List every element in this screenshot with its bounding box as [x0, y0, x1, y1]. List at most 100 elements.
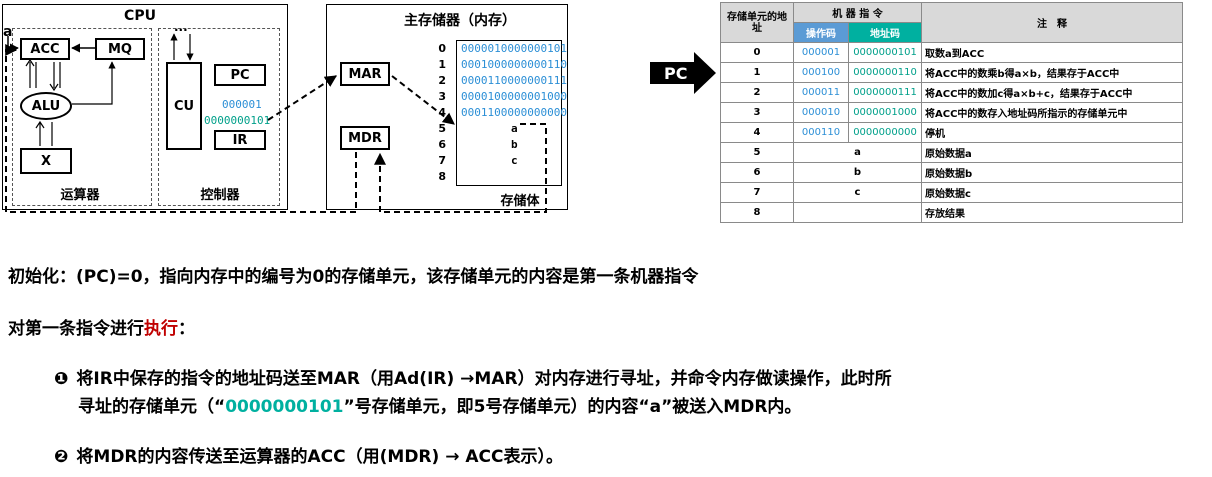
- mem-cell-6: b: [511, 138, 518, 151]
- step1-line2: 寻址的存储单元（“0000000101”号存储单元，即5号存储单元）的内容“a”…: [78, 392, 801, 417]
- pc-register: PC: [214, 64, 266, 86]
- row-note: 原始数据c: [921, 182, 1183, 203]
- row-note: 将ACC中的数存入地址码所指示的存储单元中: [921, 102, 1183, 123]
- row-address-code: 0000001000: [848, 102, 922, 123]
- row-address-code: 0000000110: [848, 62, 922, 83]
- row-opcode: 000011: [793, 82, 849, 103]
- row-address-code: 0000000000: [848, 122, 922, 143]
- mem-addr-2: 2: [438, 74, 446, 87]
- row-addr: 5: [720, 142, 794, 163]
- exec-line: 对第一条指令进行执行：: [8, 314, 195, 339]
- exec-prefix: 对第一条指令进行: [8, 319, 144, 339]
- init-body: ：(PC)=0，指向内存中的编号为0的存储单元，该存储单元的内容是第一条机器指令: [59, 267, 699, 287]
- pc-pointer-label: PC: [664, 64, 688, 83]
- row-note: 停机: [921, 122, 1183, 143]
- table-row: 4 000110 0000000000 停机: [720, 122, 1183, 143]
- memory-cells: 0000010000000101 0001000000000110 000011…: [461, 42, 567, 182]
- memory-box: [326, 4, 568, 210]
- row-opcode: 000001: [793, 42, 849, 63]
- header-address-code: 地址码: [848, 22, 922, 43]
- diagram-connections: [5, 33, 547, 213]
- step1-bullet: ❶: [54, 369, 69, 389]
- mem-cell-7: c: [511, 154, 518, 167]
- table-row: 8 存放结果: [720, 202, 1183, 223]
- step1-text-1: 将IR中保存的指令的地址码送至MAR（用Ad(IR) →MAR）对内存进行寻址，…: [76, 369, 892, 389]
- mem-addr-8: 8: [438, 170, 446, 183]
- row-note: 取数a到ACC: [921, 42, 1183, 63]
- table-row: 1 000100 0000000110 将ACC中的数乘b得a×b，结果存于AC…: [720, 62, 1183, 83]
- row-data: b: [793, 162, 922, 183]
- mem-addr-7: 7: [438, 154, 446, 167]
- a-input-label: a: [3, 24, 13, 40]
- acc-register: ACC: [20, 38, 70, 60]
- alu-unit: ALU: [20, 92, 72, 120]
- row-note: 存放结果: [921, 202, 1183, 223]
- mem-addr-4: 4: [438, 106, 446, 119]
- cu-unit: CU: [166, 62, 202, 150]
- row-note: 原始数据a: [921, 142, 1183, 163]
- row-data: a: [793, 142, 922, 163]
- alu-section: [12, 28, 152, 206]
- table-row: 0 000001 0000000101 取数a到ACC: [720, 42, 1183, 63]
- mar-register: MAR: [340, 62, 390, 86]
- mem-cell-0: 0000010000000101: [461, 42, 567, 55]
- row-addr: 3: [720, 102, 794, 123]
- mem-cell-3: 0000100000001000: [461, 90, 567, 103]
- row-note: 将ACC中的数乘b得a×b，结果存于ACC中: [921, 62, 1183, 83]
- init-prefix: 初始化: [8, 267, 59, 287]
- row-data: [793, 202, 922, 223]
- mem-cell-5: a: [511, 122, 518, 135]
- mem-addr-3: 3: [438, 90, 446, 103]
- pc-pointer-arrow: [650, 52, 716, 94]
- row-addr: 0: [720, 42, 794, 63]
- table-row: 2 000011 0000000111 将ACC中的数加c得a×b+c，结果存于…: [720, 82, 1183, 103]
- step2-bullet: ❷: [54, 447, 69, 467]
- row-address-code: 0000000111: [848, 82, 922, 103]
- row-opcode: 000010: [793, 102, 849, 123]
- mdr-register: MDR: [340, 126, 390, 150]
- row-note: 将ACC中的数加c得a×b+c，结果存于ACC中: [921, 82, 1183, 103]
- pc-value: 000001: [222, 98, 262, 111]
- row-data: c: [793, 182, 922, 203]
- step1-text-2a: 寻址的存储单元（“: [78, 397, 226, 417]
- table-row: 6 b 原始数据b: [720, 162, 1183, 183]
- init-line: 初始化：(PC)=0，指向内存中的编号为0的存储单元，该存储单元的内容是第一条机…: [8, 262, 698, 287]
- header-instruction: 机 器 指 令: [793, 2, 922, 23]
- x-register: X: [20, 148, 72, 174]
- alu-section-label: 运算器: [60, 188, 100, 203]
- memory-title: 主存储器（内存）: [404, 13, 516, 29]
- storage-label: 存储体: [500, 194, 540, 209]
- instruction-table: 存储单元的地址 机 器 指 令 注 释 操作码 地址码 0 000001 000…: [720, 2, 1183, 223]
- address-column: 0 1 2 3 4 5 6 7 8: [432, 40, 450, 190]
- cpu-title: CPU: [124, 8, 156, 24]
- cu-dots: ...: [174, 20, 188, 34]
- header-opcode: 操作码: [793, 22, 849, 43]
- row-addr: 1: [720, 62, 794, 83]
- control-section: [158, 28, 280, 206]
- control-section-label: 控制器: [200, 188, 240, 203]
- ir-register: IR: [214, 130, 266, 150]
- header-note: 注 释: [921, 2, 1183, 43]
- ir-value: 0000000101: [204, 114, 271, 127]
- mem-cell-4: 0001100000000000: [461, 106, 567, 119]
- exec-suffix: ：: [178, 319, 195, 339]
- mem-addr-5: 5: [438, 122, 446, 135]
- step2-line: ❷ 将MDR的内容传送至运算器的ACC（用(MDR) → ACC表示）。: [54, 442, 563, 467]
- row-address-code: 0000000101: [848, 42, 922, 63]
- mem-cell-2: 0000110000000111: [461, 74, 567, 87]
- step2-text: 将MDR的内容传送至运算器的ACC（用(MDR) → ACC表示）。: [76, 447, 563, 467]
- row-addr: 6: [720, 162, 794, 183]
- step1-line1: ❶ 将IR中保存的指令的地址码送至MAR（用Ad(IR) →MAR）对内存进行寻址…: [54, 364, 892, 389]
- mq-register: MQ: [95, 38, 145, 60]
- row-opcode: 000100: [793, 62, 849, 83]
- mem-addr-0: 0: [438, 42, 446, 55]
- row-addr: 7: [720, 182, 794, 203]
- exec-highlight: 执行: [144, 319, 178, 339]
- row-note: 原始数据b: [921, 162, 1183, 183]
- row-addr: 2: [720, 82, 794, 103]
- table-row: 7 c 原始数据c: [720, 182, 1183, 203]
- table-row: 3 000010 0000001000 将ACC中的数存入地址码所指示的存储单元…: [720, 102, 1183, 123]
- mem-addr-1: 1: [438, 58, 446, 71]
- row-opcode: 000110: [793, 122, 849, 143]
- step1-address-highlight: 0000000101: [225, 397, 344, 417]
